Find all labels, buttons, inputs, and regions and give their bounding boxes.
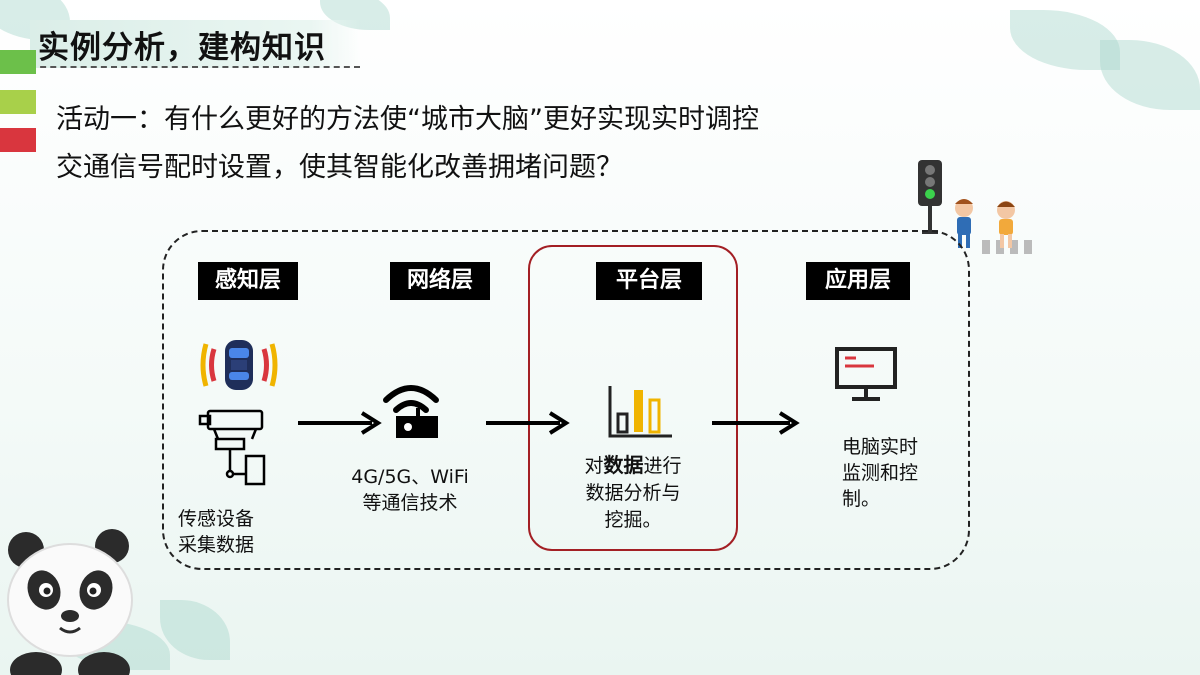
side-bar-lime bbox=[0, 90, 36, 114]
caption-sensing-line-1: 传感设备 bbox=[178, 508, 255, 530]
side-bar-green bbox=[0, 50, 36, 74]
caption-network-line-1: 4G/5G、WiFi bbox=[351, 466, 469, 488]
caption-network: 4G/5G、WiFi 等通信技术 bbox=[340, 464, 480, 516]
activity-line-1: 活动一：有什么更好的方法使“城市大脑”更好实现实时调控 bbox=[56, 104, 759, 135]
caption-application-line-3: 制。 bbox=[842, 488, 881, 510]
wifi-router-icon bbox=[383, 385, 439, 438]
diagram-frame bbox=[162, 230, 970, 570]
platform-highlight-box bbox=[528, 245, 738, 551]
title-banner bbox=[30, 20, 360, 68]
surveillance-camera-icon bbox=[198, 409, 266, 486]
layer-label-platform: 平台层 bbox=[596, 262, 702, 300]
caption-platform-line-2: 数据分析与 bbox=[585, 482, 681, 504]
caption-application-line-1: 电脑实时 bbox=[842, 436, 919, 458]
caption-application-line-2: 监测和控 bbox=[842, 462, 919, 484]
page-title: 实例分析，建构知识 bbox=[38, 30, 326, 66]
layer-label-network: 网络层 bbox=[390, 262, 490, 300]
monitor-icon bbox=[835, 347, 897, 401]
layer-label-application: 应用层 bbox=[806, 262, 910, 300]
panda-illustration bbox=[7, 529, 133, 675]
caption-platform-post: 进行 bbox=[643, 455, 682, 477]
activity-question: 活动一：有什么更好的方法使“城市大脑”更好实现实时调控 交通信号配时设置，使其智… bbox=[56, 96, 936, 192]
caption-platform-line-3: 挖掘。 bbox=[604, 509, 662, 531]
caption-platform: 对数据进行 数据分析与 挖掘。 bbox=[558, 452, 708, 534]
caption-platform-bold: 数据 bbox=[603, 453, 644, 477]
caption-sensing: 传感设备 采集数据 bbox=[178, 506, 254, 558]
arrow-sensing-to-network bbox=[298, 411, 382, 435]
arrow-platform-to-application bbox=[712, 411, 800, 435]
layer-label-sensing: 感知层 bbox=[198, 262, 298, 300]
activity-line-2: 交通信号配时设置，使其智能化改善拥堵问题？ bbox=[56, 152, 623, 183]
caption-sensing-line-2: 采集数据 bbox=[178, 534, 255, 556]
caption-application: 电脑实时 监测和控 制。 bbox=[842, 434, 918, 512]
side-bar-red bbox=[0, 128, 36, 152]
bar-chart-icon bbox=[608, 386, 672, 438]
car-sensor-icon bbox=[200, 340, 278, 390]
traffic-light-icon bbox=[918, 160, 1032, 254]
caption-platform-pre: 对 bbox=[584, 455, 604, 477]
arrow-network-to-platform bbox=[486, 411, 570, 435]
caption-network-line-2: 等通信技术 bbox=[362, 492, 458, 514]
caption-platform-line-1: 对数据进行 bbox=[558, 452, 708, 480]
